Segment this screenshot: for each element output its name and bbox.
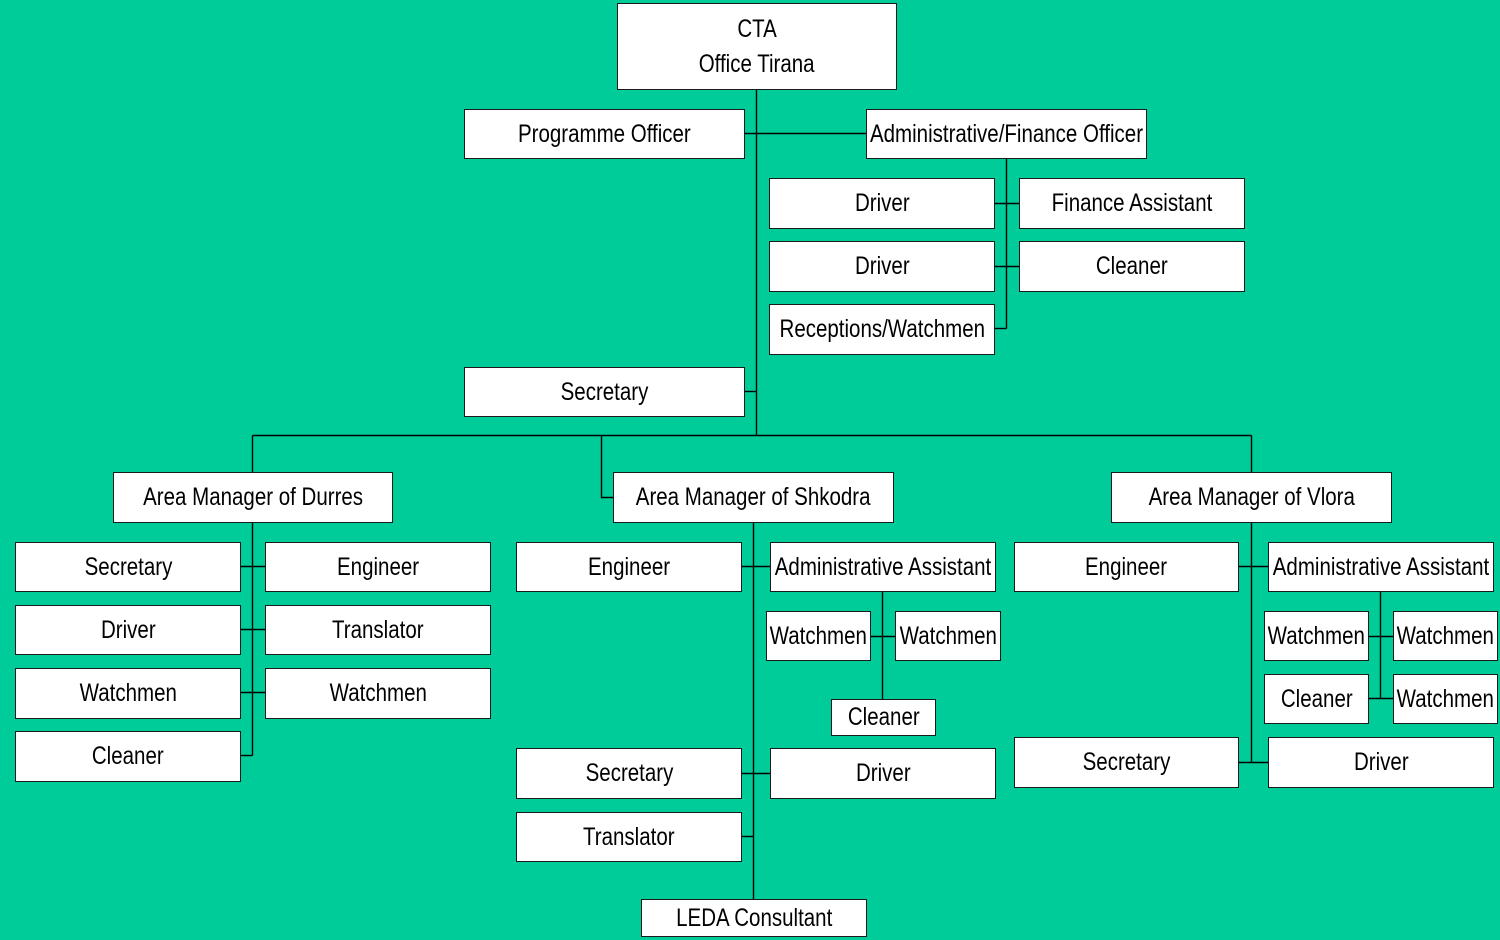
tirana-driver-label: Driver — [854, 189, 910, 217]
durres-watchmen-label: Watchmen — [79, 679, 177, 707]
shkodra-secretary-label: Secretary — [585, 759, 673, 787]
leda-consultant-label: LEDA Consultant — [675, 903, 833, 932]
durres-engineer-label: Engineer — [336, 552, 420, 581]
durres-cleaner-label: Cleaner — [92, 742, 164, 770]
shkodra-cleaner-box: Cleaner — [831, 699, 936, 736]
shkodra-translator-label: Translator — [583, 822, 675, 851]
vlora-watchmen-label: Watchmen — [1267, 621, 1366, 650]
tirana-cleaner-label: Cleaner — [1096, 252, 1168, 280]
vlora-engineer-label: Engineer — [1085, 552, 1168, 581]
vlora-admin-assistant-label: Administrative Assistant — [1272, 552, 1490, 581]
vlora-manager-label: Area Manager of Vlora — [1148, 483, 1355, 511]
vlora-engineer-box: Engineer — [1014, 542, 1239, 592]
vlora-watchmen-box: Watchmen — [1393, 674, 1498, 724]
durres-engineer-box: Engineer — [265, 542, 491, 592]
cta-label: CTA — [737, 14, 777, 43]
shkodra-admin-assistant-box: Administrative Assistant — [770, 542, 996, 592]
shkodra-driver-box: Driver — [770, 748, 996, 799]
vlora-driver-box: Driver — [1268, 737, 1494, 788]
programme-officer-label: Programme Officer — [518, 119, 691, 148]
shkodra-watchmen-label: Watchmen — [769, 621, 868, 650]
cta-office-tirana-box: CTA Office Tirana — [617, 3, 897, 90]
shkodra-secretary-box: Secretary — [516, 748, 742, 799]
shkodra-manager-box: Area Manager of Shkodra — [613, 472, 894, 523]
shkodra-watchmen-label: Watchmen — [899, 621, 997, 650]
durres-secretary-label: Secretary — [84, 552, 172, 581]
shkodra-watchmen-box: Watchmen — [766, 611, 871, 661]
tirana-secretary-box: Secretary — [464, 367, 745, 417]
shkodra-watchmen-box: Watchmen — [895, 611, 1001, 661]
vlora-driver-label: Driver — [1353, 748, 1409, 776]
shkodra-drop-line — [600, 435, 613, 499]
durres-driver-box: Driver — [15, 605, 241, 655]
finance-assistant-box: Finance Assistant — [1019, 178, 1245, 229]
vlora-watchmen-box: Watchmen — [1393, 611, 1498, 661]
shkodra-cleaner-label: Cleaner — [847, 703, 920, 731]
finance-assistant-label: Finance Assistant — [1051, 189, 1213, 217]
durres-driver-label: Driver — [100, 615, 156, 644]
leda-consultant-box: LEDA Consultant — [641, 899, 867, 937]
shkodra-translator-box: Translator — [516, 812, 742, 862]
durres-manager-label: Area Manager of Durres — [143, 483, 363, 511]
admin-finance-officer-box: Administrative/Finance Officer — [866, 109, 1147, 159]
vlora-watchmen-label: Watchmen — [1396, 621, 1495, 650]
admin-finance-officer-label: Administrative/Finance Officer — [869, 119, 1144, 148]
shkodra-driver-label: Driver — [855, 759, 911, 787]
durres-watchmen-box: Watchmen — [15, 668, 241, 719]
tirana-driver-box: Driver — [769, 178, 995, 229]
vlora-cleaner-box: Cleaner — [1264, 674, 1369, 724]
durres-translator-box: Translator — [265, 605, 491, 655]
vlora-watchmen-label: Watchmen — [1396, 684, 1495, 713]
tirana-secretary-label: Secretary — [560, 377, 649, 406]
vlora-cleaner-label: Cleaner — [1280, 684, 1353, 713]
vlora-secretary-label: Secretary — [1082, 748, 1171, 776]
vlora-manager-box: Area Manager of Vlora — [1111, 472, 1392, 523]
durres-secretary-box: Secretary — [15, 542, 241, 592]
tirana-cleaner-box: Cleaner — [1019, 241, 1245, 292]
durres-watchmen-box: Watchmen — [265, 668, 491, 719]
vlora-admin-assistant-box: Administrative Assistant — [1268, 542, 1494, 592]
receptions-watchmen-label: Receptions/Watchmen — [779, 315, 985, 343]
office-tirana-label: Office Tirana — [699, 49, 815, 78]
durres-manager-box: Area Manager of Durres — [113, 472, 393, 523]
shkodra-manager-label: Area Manager of Shkodra — [636, 483, 871, 511]
tirana-driver-box: Driver — [769, 241, 995, 292]
vlora-secretary-box: Secretary — [1014, 737, 1239, 788]
vlora-watchmen-box: Watchmen — [1264, 611, 1369, 661]
tirana-driver-label: Driver — [854, 252, 910, 280]
programme-officer-box: Programme Officer — [464, 109, 745, 159]
shkodra-engineer-label: Engineer — [587, 552, 671, 581]
durres-cleaner-box: Cleaner — [15, 731, 241, 782]
durres-translator-label: Translator — [332, 615, 424, 644]
shkodra-engineer-box: Engineer — [516, 542, 742, 592]
durres-watchmen-label: Watchmen — [329, 679, 427, 707]
shkodra-admin-assistant-label: Administrative Assistant — [774, 552, 992, 581]
receptions-watchmen-box: Receptions/Watchmen — [769, 304, 995, 355]
